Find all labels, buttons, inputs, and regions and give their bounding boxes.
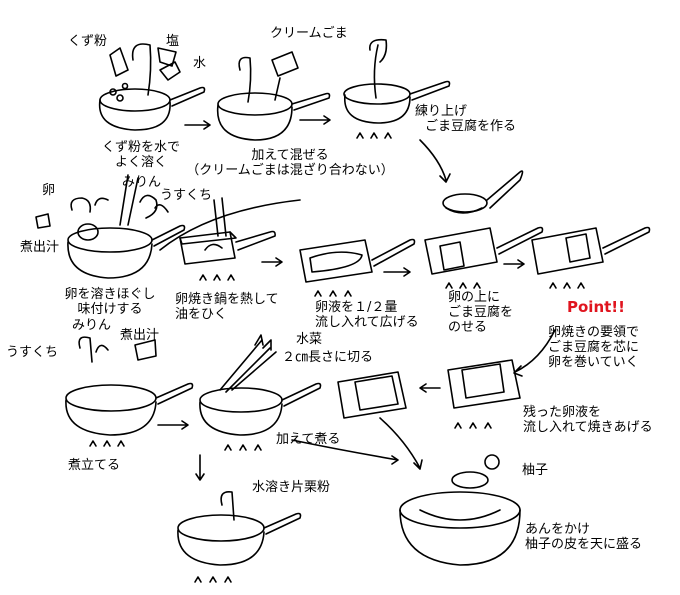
label-mirin2: みりん: [72, 318, 112, 333]
pan-step9: [447, 359, 521, 429]
final-bowl: [399, 454, 521, 566]
pan-step5: [179, 197, 276, 281]
arrow-9: [419, 383, 441, 393]
arrow-1: [184, 120, 211, 130]
step5-caption: 卵焼き鍋を熱して 油をひく: [175, 292, 279, 322]
arrow-4: [159, 199, 301, 251]
label-usukuchi1: うすくち: [160, 188, 213, 203]
arrow-3: [419, 139, 451, 183]
label-mizu: 水: [193, 56, 207, 71]
step1-caption-line2: よく溶く: [114, 155, 167, 170]
pan-rolled: [337, 371, 407, 419]
step-kuwaete-niru: 加えて煮る: [276, 432, 341, 447]
step6-caption: 卵液を１/２量 流し入れて広げる: [315, 300, 419, 330]
label-cream-goma: クリームごま: [270, 26, 348, 41]
arrow-13: [291, 439, 399, 465]
point-badge: Point!!: [567, 298, 625, 316]
label-nidashi2: 煮出汁: [120, 328, 160, 343]
arrow-5: [261, 257, 283, 267]
label-kuzuko: くず粉: [68, 34, 108, 49]
final-caption: あんをかけ 柚子の皮を天に盛る: [525, 522, 642, 552]
arrow-11: [157, 420, 189, 430]
pot-step2: [216, 51, 331, 141]
step4-caption-line1: 卵を溶きほぐし: [64, 287, 156, 302]
step9-caption-line1: 残った卵液を: [523, 405, 602, 420]
step5-caption-line2: 油をひく: [175, 307, 228, 322]
label-yuzu: 柚子: [522, 463, 549, 478]
step5-caption-line1: 卵焼き鍋を熱して: [175, 292, 279, 307]
step6-caption-line2: 流し入れて広げる: [315, 315, 419, 330]
pot-step3: [343, 38, 451, 139]
point-caption-line2: ごま豆腐を芯に: [548, 340, 640, 355]
step7-caption-line3: のせる: [448, 320, 488, 335]
pan-step8: [531, 226, 651, 289]
step9-caption-line2: 流し入れて焼きあげる: [523, 420, 653, 435]
point-caption: 卵焼きの要領で ごま豆腐を芯に 卵を巻いていく: [548, 325, 639, 370]
point-caption-line3: 卵を巻いていく: [548, 355, 639, 370]
step3-caption: 練り上げ ごま豆腐を作る: [415, 104, 516, 134]
label-tamago: 卵: [42, 183, 56, 198]
step1-caption: くず粉を水で よく溶く: [86, 140, 196, 170]
pot-step1: [98, 43, 206, 131]
arrow-2: [299, 115, 331, 125]
final-caption-line1: あんをかけ: [525, 522, 591, 537]
step6-caption-line1: 卵液を１/２量: [315, 300, 398, 315]
label-mirin1: みりん: [122, 175, 162, 190]
label-shio: 塩: [166, 34, 180, 49]
step3-caption-line1: 練り上げ: [415, 104, 468, 119]
egg-bowl: [35, 174, 186, 279]
arrow-10: [379, 417, 423, 470]
step7-caption-line2: ごま豆腐を: [448, 305, 514, 320]
broth-pot: [65, 336, 194, 447]
step9-caption: 残った卵液を 流し入れて焼きあげる: [523, 405, 653, 435]
mizuna-pot: [199, 334, 322, 451]
step4-caption: 卵を溶きほぐし 味付けする: [50, 287, 170, 317]
pan-step6: [299, 238, 416, 297]
arrow-7: [503, 259, 525, 269]
katakuriko-pan: [177, 490, 302, 583]
label-nidashi1: 煮出汁: [20, 240, 60, 255]
label-usukuchi2: うすくち: [6, 345, 59, 360]
pan-step7: [424, 226, 544, 289]
mizuna-caption: ２㎝長さに切る: [282, 350, 374, 365]
step7-caption-line1: 卵の上に: [448, 290, 501, 305]
label-katakuriko: 水溶き片栗粉: [252, 480, 331, 495]
arrow-12: [195, 454, 205, 481]
label-mizuna: 水菜: [296, 332, 323, 347]
goma-tofu-spoon: [442, 170, 524, 214]
point-caption-line1: 卵焼きの要領で: [548, 325, 640, 340]
final-caption-line2: 柚子の皮を天に盛る: [525, 537, 643, 552]
step2-caption-line1: 加えて混ぜる: [251, 148, 329, 163]
step4-caption-line2: 味付けする: [77, 302, 143, 317]
step3-caption-line2: ごま豆腐を作る: [425, 119, 517, 134]
step-nitateru: 煮立てる: [68, 458, 121, 473]
step7-caption: 卵の上に ごま豆腐を のせる: [448, 290, 513, 335]
step2-caption-line2: （クリームごまは混ざり合わない）: [186, 163, 394, 178]
step1-caption-line1: くず粉を水で: [101, 140, 180, 155]
arrow-6: [383, 267, 411, 277]
step2-caption: 加えて混ぜる （クリームごまは混ざり合わない）: [185, 148, 395, 178]
